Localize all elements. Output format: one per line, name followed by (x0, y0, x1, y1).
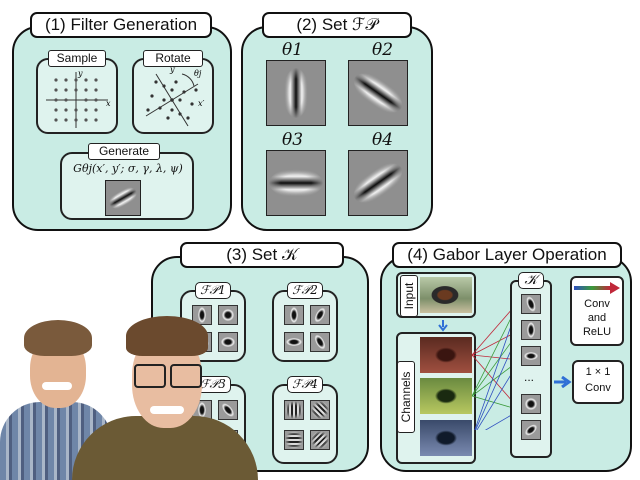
filter-theta-3 (266, 150, 326, 216)
filter-theta-2 (348, 60, 408, 126)
channel-image-green (420, 378, 472, 414)
theta-2-label: θ2 (372, 40, 394, 60)
sample-box: x y (36, 58, 118, 134)
kernel-thumb (521, 346, 541, 366)
axis-x-label: x (106, 99, 111, 108)
person-right-photo (72, 306, 258, 480)
kernel-thumb (218, 400, 238, 420)
subset-fp2-label: ℱ𝒫2 (287, 282, 323, 299)
sample-label: Sample (48, 50, 106, 67)
kernel-thumb (284, 332, 304, 352)
axis-xprime-label: x′ (198, 99, 205, 108)
generated-filter-image (105, 180, 141, 216)
subset-fp1-label: ℱ𝒫1 (195, 282, 231, 299)
filter-theta-1 (266, 60, 326, 126)
gradient-arrow-icon (574, 282, 620, 294)
rotate-grid-icon: x′ y′ θj (145, 65, 205, 127)
set-fp-title: (2) Set ℱ𝒫 (262, 12, 412, 38)
input-down-arrow (438, 320, 448, 332)
kernel-thumb (521, 294, 541, 314)
filter-generation-title: (1) Filter Generation (30, 12, 212, 38)
kernel-thumb (218, 305, 238, 325)
k-column-label: 𝒦 (518, 272, 544, 289)
theta-4-label: θ4 (372, 130, 394, 150)
subset-fp4-box (272, 384, 338, 464)
conv-relu-line-2: and (587, 312, 607, 324)
rotate-label: Rotate (143, 50, 203, 67)
input-bird-image (420, 277, 472, 313)
rotate-box: x′ y′ θj (132, 58, 214, 134)
conv-relu-line-3: ReLU (582, 326, 612, 338)
kernel-thumb (310, 400, 330, 420)
kernel-thumb (521, 320, 541, 340)
channel-image-blue (420, 420, 472, 456)
theta-1-label: θ1 (282, 40, 304, 60)
subset-fp4-label: ℱ𝒫4 (287, 376, 323, 393)
channels-label: Channels (397, 361, 415, 433)
kernel-thumb (521, 394, 541, 414)
kernel-thumb (192, 305, 212, 325)
k-ellipsis: ... (524, 370, 535, 384)
gabor-formula: Gθj(x′, y′; σ, γ, λ, ψ) (73, 162, 183, 175)
one-by-one-line-1: 1 × 1 (585, 366, 611, 378)
kernel-thumb (310, 305, 330, 325)
channel-image-red (420, 337, 472, 373)
subset-fp3-label: ℱ𝒫3 (195, 376, 231, 393)
axis-yprime-label: y′ (169, 65, 177, 74)
right-arrow-icon (554, 376, 572, 388)
one-by-one-conv-box (572, 360, 624, 404)
filter-theta-4 (348, 150, 408, 216)
kernel-thumb (521, 420, 541, 440)
input-label: Input (400, 275, 418, 317)
axis-y-label: y (77, 69, 83, 78)
generate-label: Generate (88, 143, 160, 160)
kernel-thumb (310, 332, 330, 352)
sample-grid-icon: x y (46, 69, 111, 128)
kernel-thumb (284, 430, 304, 450)
theta-j-label: θj (194, 69, 202, 78)
kernel-thumb (284, 400, 304, 420)
gabor-layer-title: (4) Gabor Layer Operation (392, 242, 622, 268)
conv-relu-line-1: Conv (584, 298, 610, 310)
kernel-thumb (310, 430, 330, 450)
one-by-one-line-2: Conv (585, 382, 611, 394)
theta-3-label: θ3 (282, 130, 304, 150)
kernel-thumb (284, 305, 304, 325)
kernel-thumb (218, 332, 238, 352)
set-k-title: (3) Set 𝒦 (180, 242, 344, 268)
